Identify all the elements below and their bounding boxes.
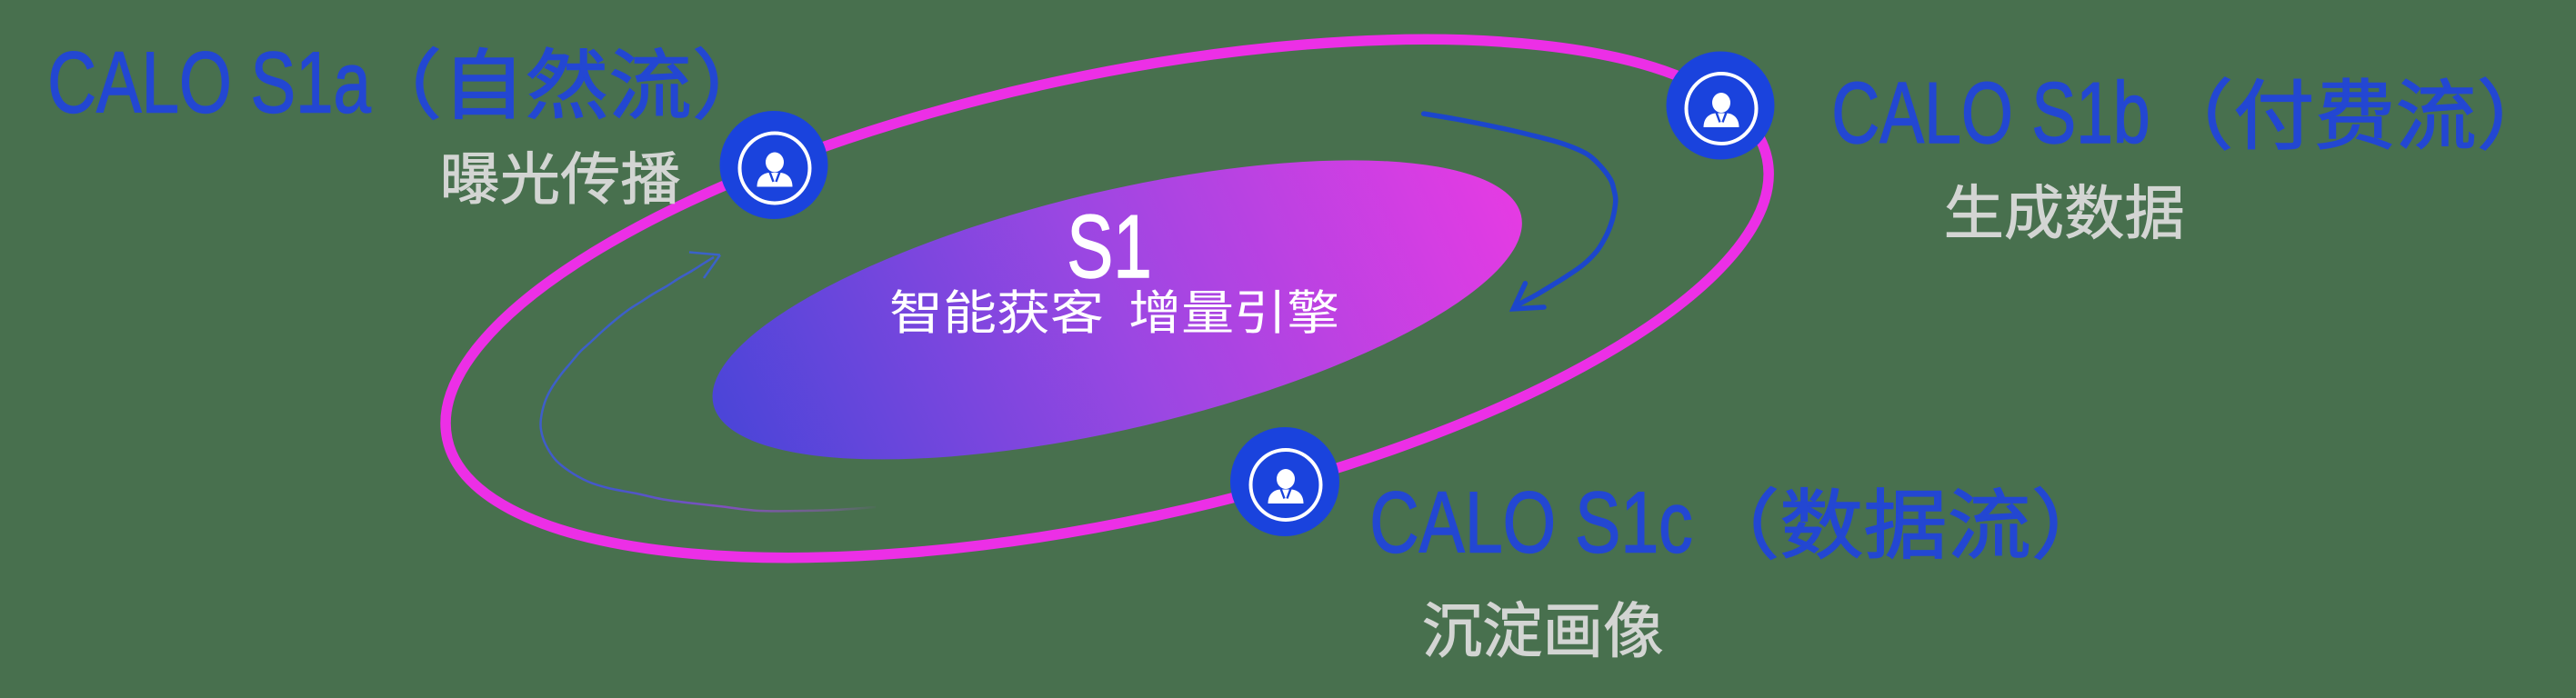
svg-text:曝光传播: 曝光传播 [440, 148, 681, 212]
svg-text:CALO S1b（付费流）: CALO S1b（付费流） [1831, 65, 2558, 162]
svg-text:沉淀画像: 沉淀画像 [1422, 599, 1664, 666]
svg-text:CALO S1a（自然流）: CALO S1a（自然流） [47, 35, 775, 132]
svg-text:CALO S1c（数据流）: CALO S1c（数据流） [1369, 474, 2115, 572]
svg-text:S1: S1 [1067, 196, 1152, 296]
svg-text:生成数据: 生成数据 [1944, 181, 2185, 246]
